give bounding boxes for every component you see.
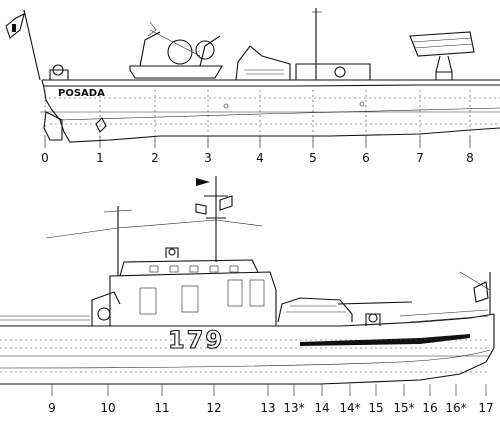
lower-station-label: 13* [283, 401, 304, 415]
upper-winch-drum [52, 64, 64, 76]
lower-stay [459, 271, 491, 291]
upper-capstan [334, 66, 346, 78]
upper-station-label: 2 [151, 151, 159, 165]
upper-hatch [235, 45, 291, 81]
upper-frame-grid [44, 90, 500, 146]
upper-station-label: 5 [309, 151, 317, 165]
lower-stations: 9 10 11 12 13 13* 14 14* 15 15* 16 16* 17 [48, 384, 494, 415]
lower-chine [0, 349, 491, 369]
lower-view: 179 [0, 176, 495, 385]
upper-winch-gear [167, 39, 193, 65]
lower-deck-line [0, 313, 495, 327]
upper-lifeboat [129, 65, 223, 79]
lower-capstan-drum [368, 313, 378, 323]
upper-ensign-stripe [12, 24, 16, 32]
lower-hull-number: 179 [168, 326, 224, 354]
lower-station-label: 9 [48, 401, 56, 415]
lower-station-label: 15 [368, 401, 383, 415]
upper-station-label: 1 [96, 151, 104, 165]
lower-frame-grid [0, 339, 490, 373]
lower-superstructure [109, 271, 277, 326]
upper-rudder [43, 111, 63, 141]
lower-gun-turret [277, 297, 353, 323]
upper-porthole [359, 101, 365, 107]
lower-station-label: 17 [478, 401, 493, 415]
upper-station-label: 0 [41, 151, 49, 165]
lower-station-label: 16* [445, 401, 466, 415]
upper-reel [195, 40, 215, 60]
upper-launcher-rack [409, 31, 475, 57]
upper-hull-name: POSADA [58, 88, 105, 99]
lower-station-label: 14 [314, 401, 329, 415]
upper-sheer-line [44, 84, 500, 87]
upper-launcher-mount [435, 55, 453, 81]
lower-door [181, 285, 199, 313]
upper-hatch-panels [244, 69, 284, 75]
upper-station-label: 6 [362, 151, 370, 165]
lower-station-label: 14* [339, 401, 360, 415]
lower-station-label: 10 [100, 401, 115, 415]
upper-chine [59, 107, 500, 121]
lower-door [227, 279, 243, 307]
lower-jack-flag [473, 281, 489, 303]
upper-view: POSADA [5, 8, 500, 146]
upper-hull-outline [41, 79, 500, 143]
lower-winch-drum [97, 307, 111, 321]
lower-station-label: 11 [154, 401, 169, 415]
upper-station-label: 8 [466, 151, 474, 165]
lower-hull-bottom [0, 347, 495, 385]
lower-station-label: 13 [260, 401, 275, 415]
lower-searchlight-lens [168, 248, 176, 256]
upper-propeller [95, 117, 107, 133]
lower-station-label: 15* [393, 401, 414, 415]
upper-station-label: 3 [204, 151, 212, 165]
upper-deckhouse [295, 63, 371, 80]
lower-stern-gear [91, 291, 121, 326]
lower-stern-rail [0, 315, 90, 321]
upper-ensign-staff [23, 9, 41, 81]
upper-ensign-flag [5, 12, 25, 39]
lower-station-label: 16 [422, 401, 437, 415]
upper-station-label: 7 [416, 151, 424, 165]
lower-bow-rail [399, 309, 489, 323]
upper-davit [139, 31, 221, 67]
lower-station-label: 12 [206, 401, 221, 415]
upper-stern-winch [49, 69, 69, 80]
lower-searchlight [165, 247, 179, 258]
lower-gun-barrel [337, 301, 413, 305]
lower-mast-pennant [196, 178, 210, 186]
lower-door [249, 279, 265, 307]
lower-bridge-upper [119, 259, 259, 277]
upper-rigging [147, 21, 201, 57]
lower-bridge-windows [149, 265, 239, 273]
lower-door [139, 287, 157, 315]
lower-wire-aerial [45, 219, 263, 239]
lower-turret-shading [286, 305, 346, 313]
lower-radar-antenna [219, 195, 233, 211]
upper-station-label: 4 [256, 151, 264, 165]
upper-porthole [223, 103, 229, 109]
upper-launcher-tubes [411, 37, 474, 49]
lower-flag [195, 203, 207, 215]
upper-stations: 0 1 2 3 4 5 6 7 8 [41, 136, 474, 165]
